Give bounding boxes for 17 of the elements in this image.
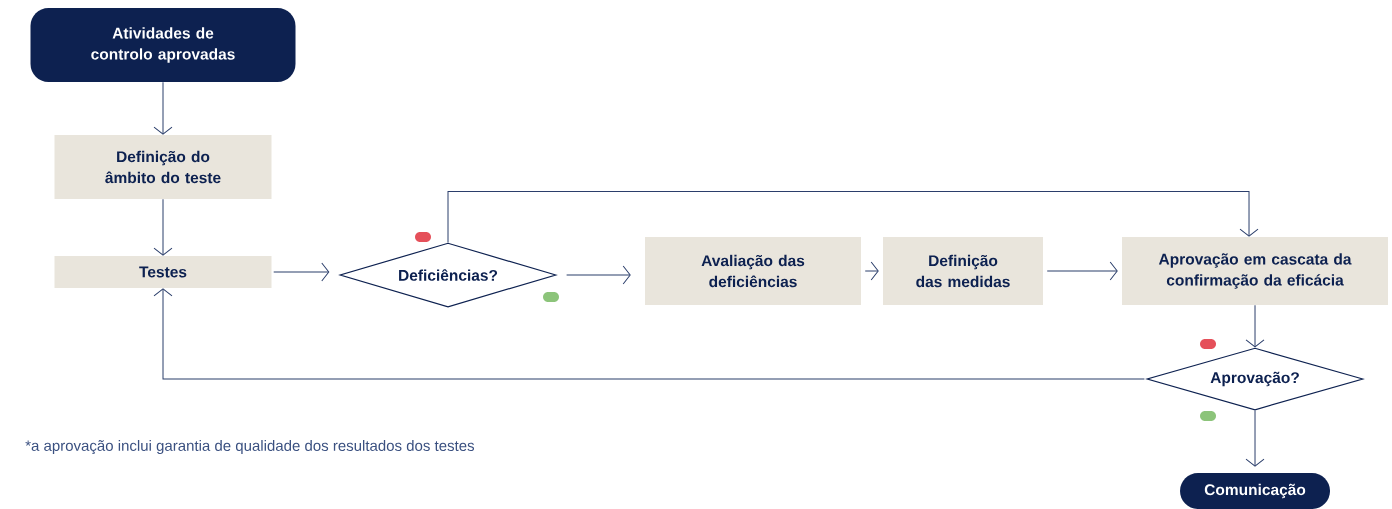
process-box: Testes bbox=[54, 256, 272, 288]
arrow bbox=[153, 81, 173, 135]
arrow bbox=[447, 190, 1259, 243]
footnote: *a aprovação inclui garantia de qualidade dos resultados dos testes bbox=[25, 440, 474, 455]
arrow bbox=[566, 265, 631, 285]
process-box: Definição das medidas bbox=[883, 237, 1043, 305]
terminal-pill: Comunicação bbox=[1180, 473, 1330, 509]
arrow bbox=[153, 198, 173, 256]
process-box: Avaliação das deficiências bbox=[645, 237, 861, 305]
arrow bbox=[1245, 304, 1265, 348]
process-box: Definição do âmbito do teste bbox=[54, 135, 272, 199]
arrow bbox=[273, 262, 330, 282]
terminal-pill: Atividades de controlo aprovadas bbox=[30, 8, 296, 82]
arrow bbox=[1046, 261, 1118, 281]
arrow bbox=[153, 288, 1145, 380]
arrow bbox=[1245, 410, 1265, 467]
process-box: Aprovação em cascata da confirmação da eficácia bbox=[1122, 237, 1388, 305]
